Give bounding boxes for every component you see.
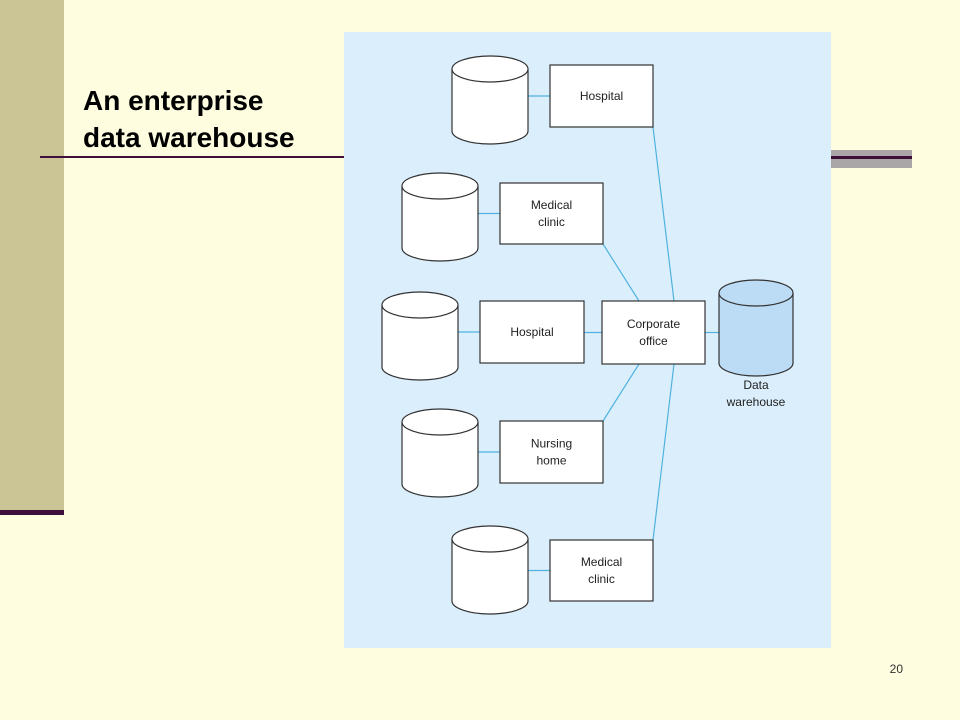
source-database-1: [451, 55, 529, 145]
title-underline: [40, 156, 345, 158]
feed-link-5: [652, 363, 675, 541]
source-box-5: Medical clinic: [549, 539, 654, 602]
source-box-5-label: clinic: [588, 572, 615, 586]
corporate-office-box-label: office: [639, 334, 668, 348]
data-warehouse-label: warehouse: [726, 395, 786, 409]
corporate-office-box-label: Corporate: [627, 317, 681, 331]
source-box-2: Medical clinic: [499, 182, 604, 245]
source-box-3: Hospital: [479, 300, 585, 364]
slide-title: An enterprise data warehouse: [83, 82, 295, 156]
source-box-5-label: Medical: [581, 555, 622, 569]
diagram-canvas: HospitalMedicalclinicHospitalNursinghome…: [381, 55, 794, 615]
source-box-1: Hospital: [549, 64, 654, 128]
source-box-2-label: Medical: [531, 198, 572, 212]
source-database-2: [401, 172, 479, 262]
source-box-1-label: Hospital: [580, 89, 623, 103]
data-warehouse-label: Data: [743, 378, 769, 392]
sidebar-rule: [0, 510, 64, 515]
source-box-2-label: clinic: [538, 215, 565, 229]
source-database-4: [401, 408, 479, 498]
slide-title-line-1: An enterprise: [83, 85, 264, 116]
corporate-office-box: Corporate office: [601, 300, 706, 365]
source-box-3-label: Hospital: [510, 325, 553, 339]
source-box-4: Nursing home: [499, 420, 604, 484]
slide-title-line-2: data warehouse: [83, 122, 295, 153]
data-warehouse-cylinder: [718, 279, 794, 377]
feed-link-4: [602, 363, 640, 422]
source-database-3: [381, 291, 459, 381]
feed-link-1: [652, 126, 675, 302]
nodes: HospitalMedicalclinicHospitalNursinghome…: [381, 55, 794, 615]
slide-number: 20: [889, 662, 903, 676]
source-database-5: [451, 525, 529, 615]
feed-link-2: [602, 243, 640, 302]
right-rule: [830, 150, 912, 168]
connectors: [458, 95, 719, 572]
sidebar-band: [0, 0, 64, 512]
source-box-4-label: Nursing: [531, 437, 572, 451]
source-box-4-label: home: [536, 454, 566, 468]
